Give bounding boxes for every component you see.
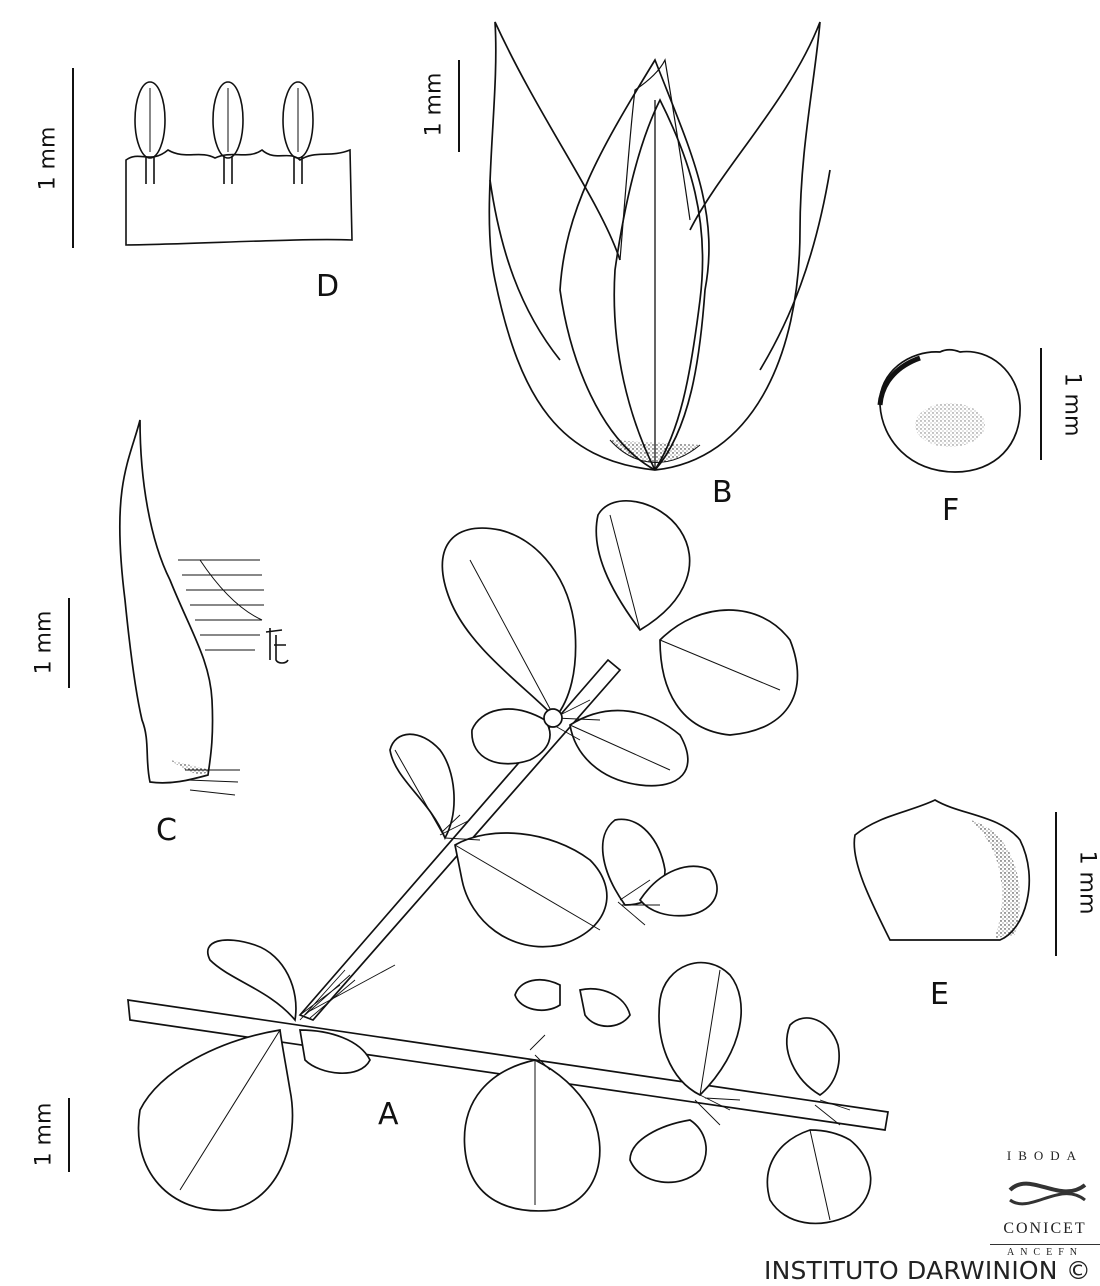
panel-label-b: B: [712, 475, 733, 510]
figure-b-calyx: [489, 22, 830, 470]
institution-logo: IBODA CONICET ANCEFN: [990, 1148, 1100, 1268]
panel-label-d: D: [316, 269, 340, 304]
panel-label-e: E: [930, 977, 949, 1012]
figure-f-seed: [880, 350, 1020, 472]
logo-text-conicet: CONICET: [1003, 1220, 1087, 1237]
credit-line: INSTITUTO DARWINION ©: [764, 1256, 1092, 1285]
panel-label-a: A: [378, 1097, 399, 1132]
figure-e-fruit: [854, 800, 1029, 940]
iboda-conicet-emblem: [1010, 1184, 1085, 1204]
scale-label-e: 1 mm: [1074, 850, 1100, 915]
logo-text-ancefn: ANCEFN: [990, 1244, 1100, 1258]
scale-label-d: 1 mm: [35, 126, 61, 191]
scale-label-c: 1 mm: [31, 610, 57, 675]
figure-d-stamens: [126, 82, 352, 245]
logo-text-iboda: IBODA: [1006, 1148, 1084, 1163]
scale-label-f: 1 mm: [1059, 372, 1085, 437]
figure-c-lobe: [120, 420, 264, 795]
scale-label-a: 1 mm: [31, 1102, 57, 1167]
scale-label-b: 1 mm: [421, 72, 447, 137]
artist-signature-mark: [266, 628, 288, 663]
panel-label-f: F: [942, 493, 960, 528]
figure-a-branch: [128, 501, 888, 1224]
panel-label-c: C: [156, 813, 177, 848]
